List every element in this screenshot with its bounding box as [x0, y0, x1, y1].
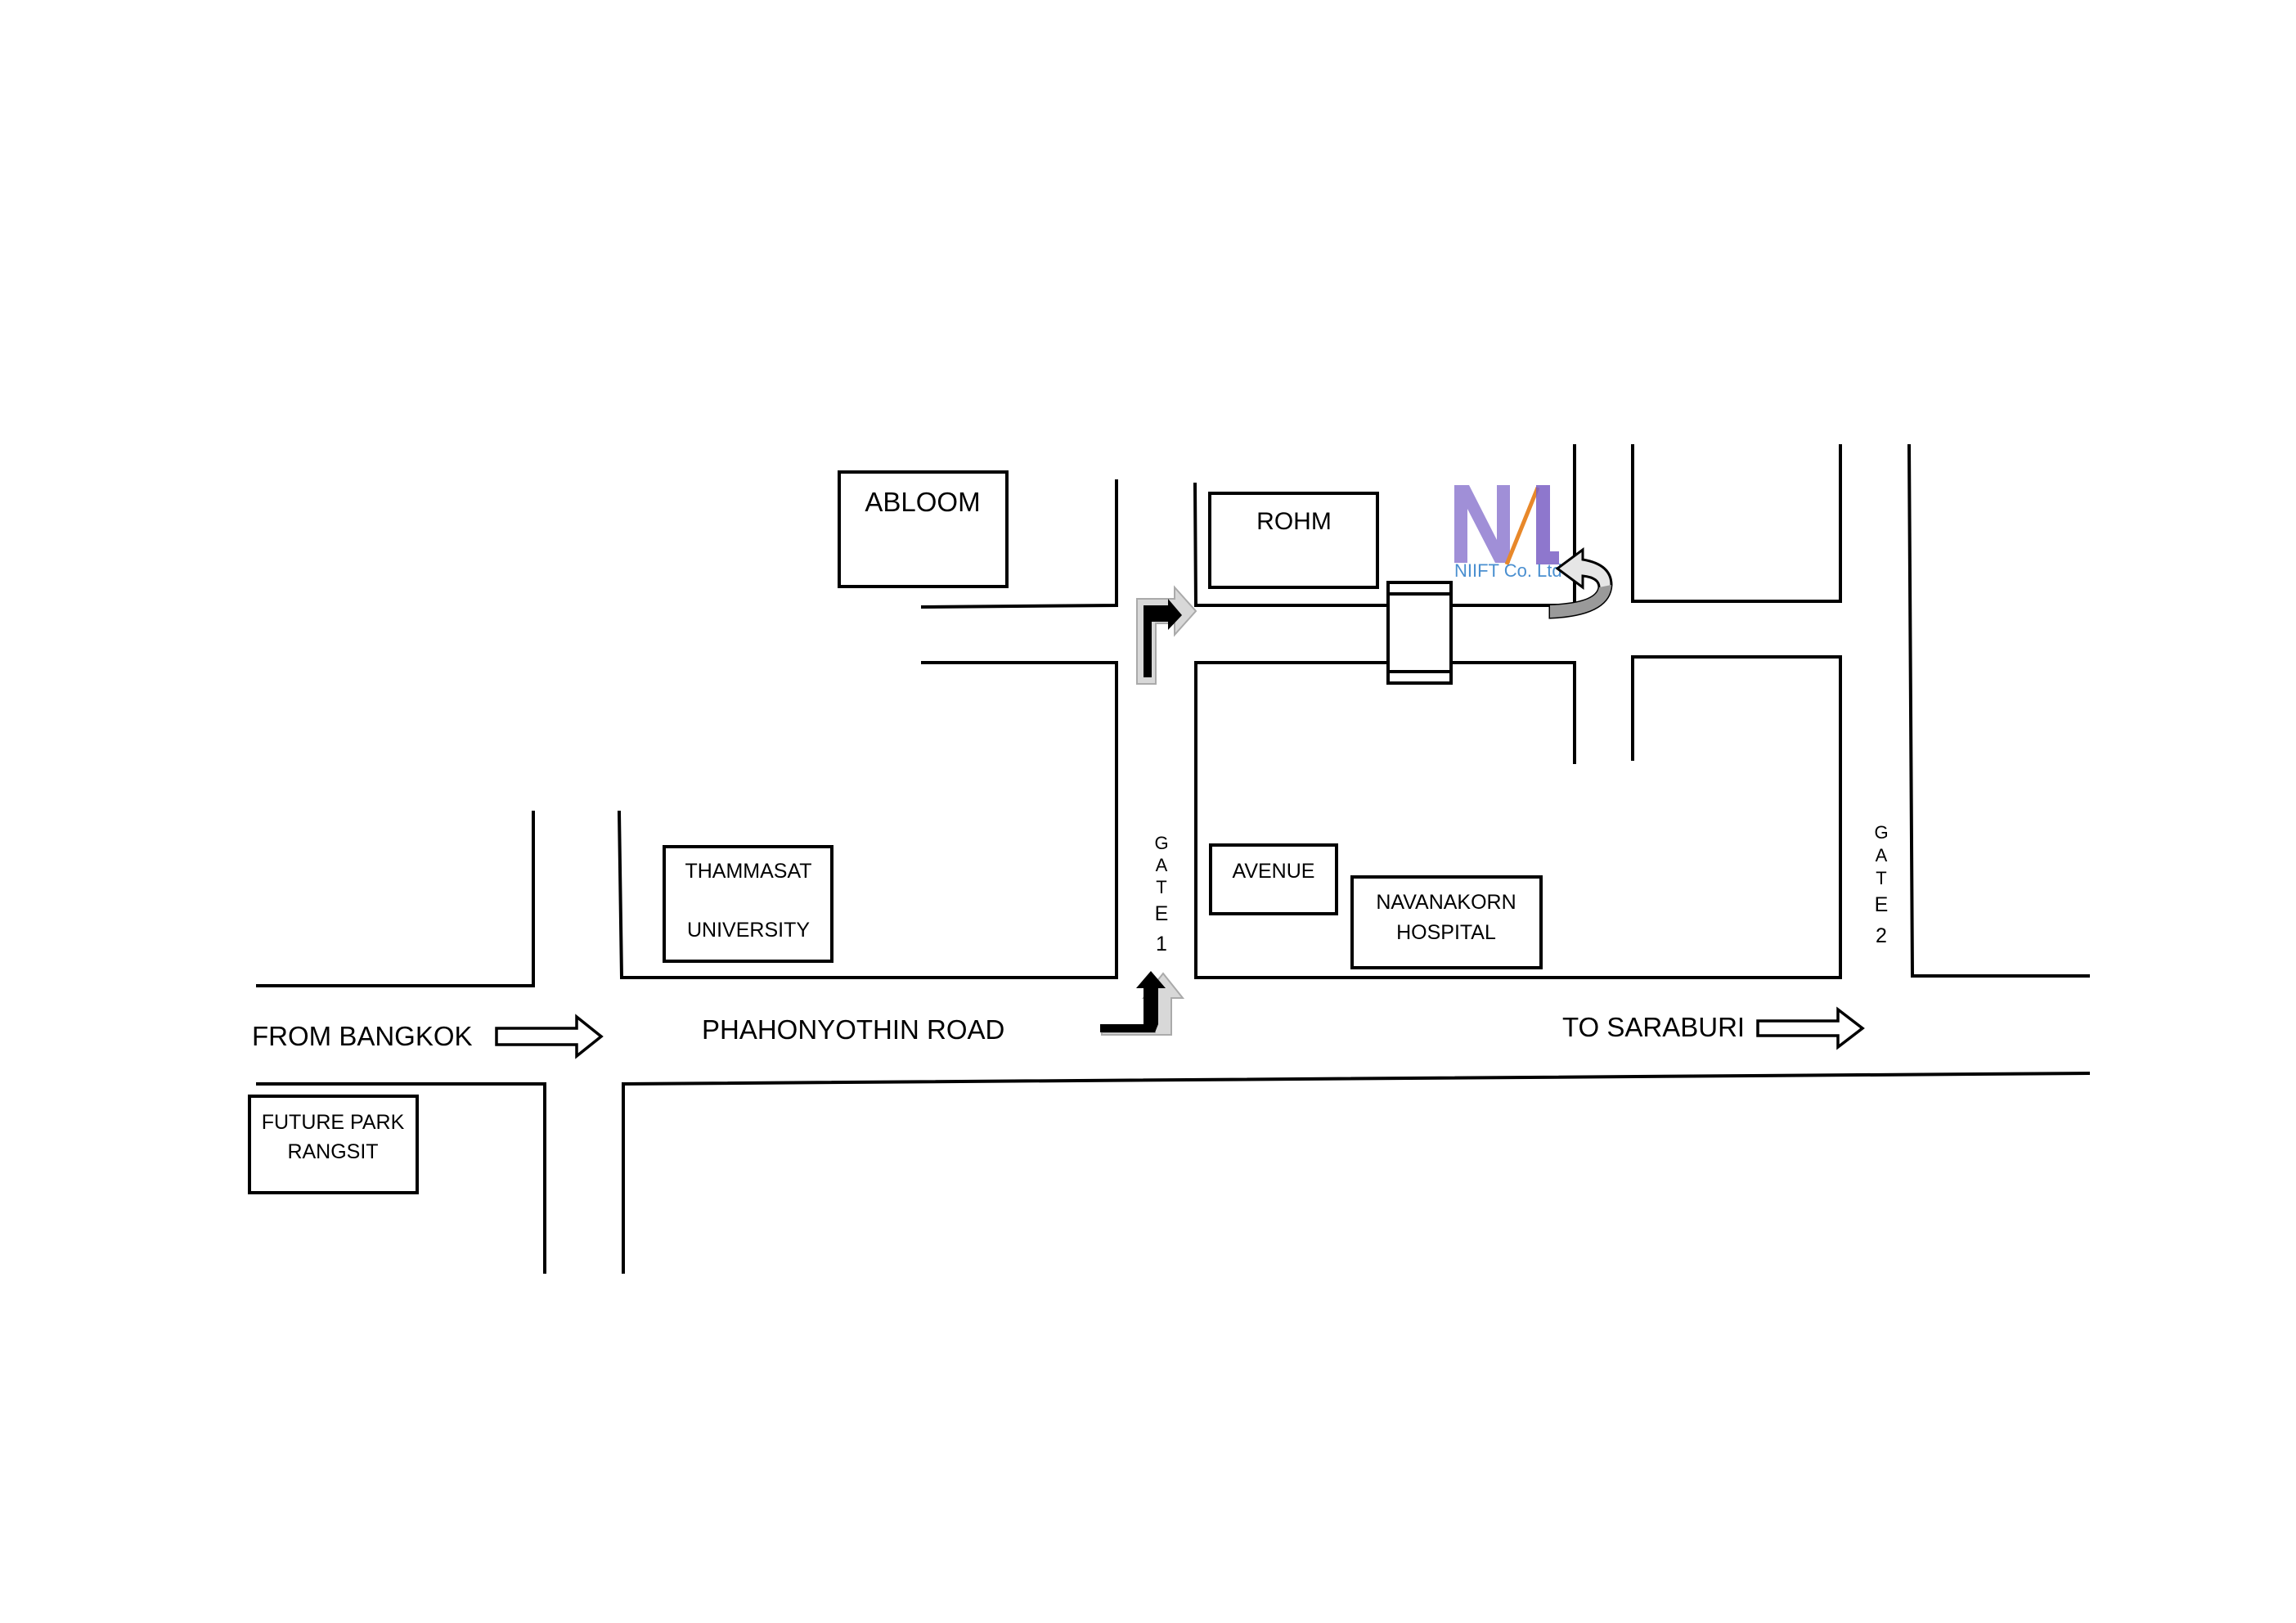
road-edge — [1907, 443, 2090, 978]
main-road-label: PHAHONYOTHIN ROAD — [702, 1014, 1004, 1045]
from-bangkok-label: FROM BANGKOK — [252, 1021, 473, 1051]
landmark-label: ROHM — [1256, 508, 1332, 535]
svg-text:1: 1 — [1156, 933, 1167, 955]
arrow-right-icon — [495, 1014, 604, 1059]
road-network — [256, 443, 2091, 1274]
u-turn-icon — [1548, 547, 1613, 619]
svg-text:T: T — [1156, 877, 1166, 897]
svg-text:A: A — [1156, 855, 1168, 875]
landmark-label: RANGSIT — [287, 1140, 378, 1163]
turn-right-icon — [1136, 585, 1197, 685]
landmark-future-park: FUTURE PARK RANGSIT — [248, 1095, 419, 1194]
landmark-avenue: AVENUE — [1209, 843, 1338, 915]
road-edge — [256, 1082, 546, 1274]
landmark-label: AVENUE — [1233, 860, 1315, 883]
road-edge — [617, 661, 1118, 979]
to-saraburi-label: TO SARABURI — [1562, 1012, 1745, 1042]
landmark-label: FUTURE PARK — [262, 1111, 405, 1134]
gate-2-label: G A T E 2 — [1874, 822, 1888, 947]
landmark-thammasat: THAMMASAT UNIVERSITY — [663, 845, 833, 963]
landmark-label: ABLOOM — [865, 487, 980, 517]
crossing-structure — [1386, 581, 1453, 685]
road-edge — [920, 479, 1118, 609]
road-edge — [1194, 661, 1576, 979]
road-edge — [1194, 655, 1842, 979]
svg-text:2: 2 — [1876, 924, 1887, 947]
landmark-label: HOSPITAL — [1396, 921, 1496, 944]
svg-text:E: E — [1875, 893, 1889, 916]
road-edge — [622, 1071, 2091, 1274]
landmark-label: THAMMASAT — [685, 860, 811, 883]
road-edge — [1631, 444, 1842, 603]
landmark-rohm: ROHM — [1208, 492, 1379, 589]
company-logo: NIIFT Co. Ltd — [1454, 485, 1562, 581]
landmark-label: UNIVERSITY — [687, 919, 810, 942]
road-edge — [256, 811, 535, 987]
svg-text:A: A — [1876, 845, 1888, 865]
company-name: NIIFT Co. Ltd — [1454, 560, 1562, 581]
svg-text:T: T — [1876, 868, 1886, 888]
landmark-label: NAVANAKORN — [1376, 891, 1516, 914]
svg-text:E: E — [1155, 902, 1169, 925]
svg-text:G: G — [1874, 822, 1888, 843]
landmark-navanakorn: NAVANAKORN HOSPITAL — [1350, 875, 1543, 969]
gate-1-label: G A T E 1 — [1154, 833, 1168, 955]
arrow-right-icon — [1756, 1006, 1865, 1050]
road-edge — [1193, 444, 1576, 607]
turn-left-up-icon — [1100, 971, 1185, 1036]
svg-text:G: G — [1154, 833, 1168, 853]
landmark-abloom: ABLOOM — [838, 470, 1009, 588]
